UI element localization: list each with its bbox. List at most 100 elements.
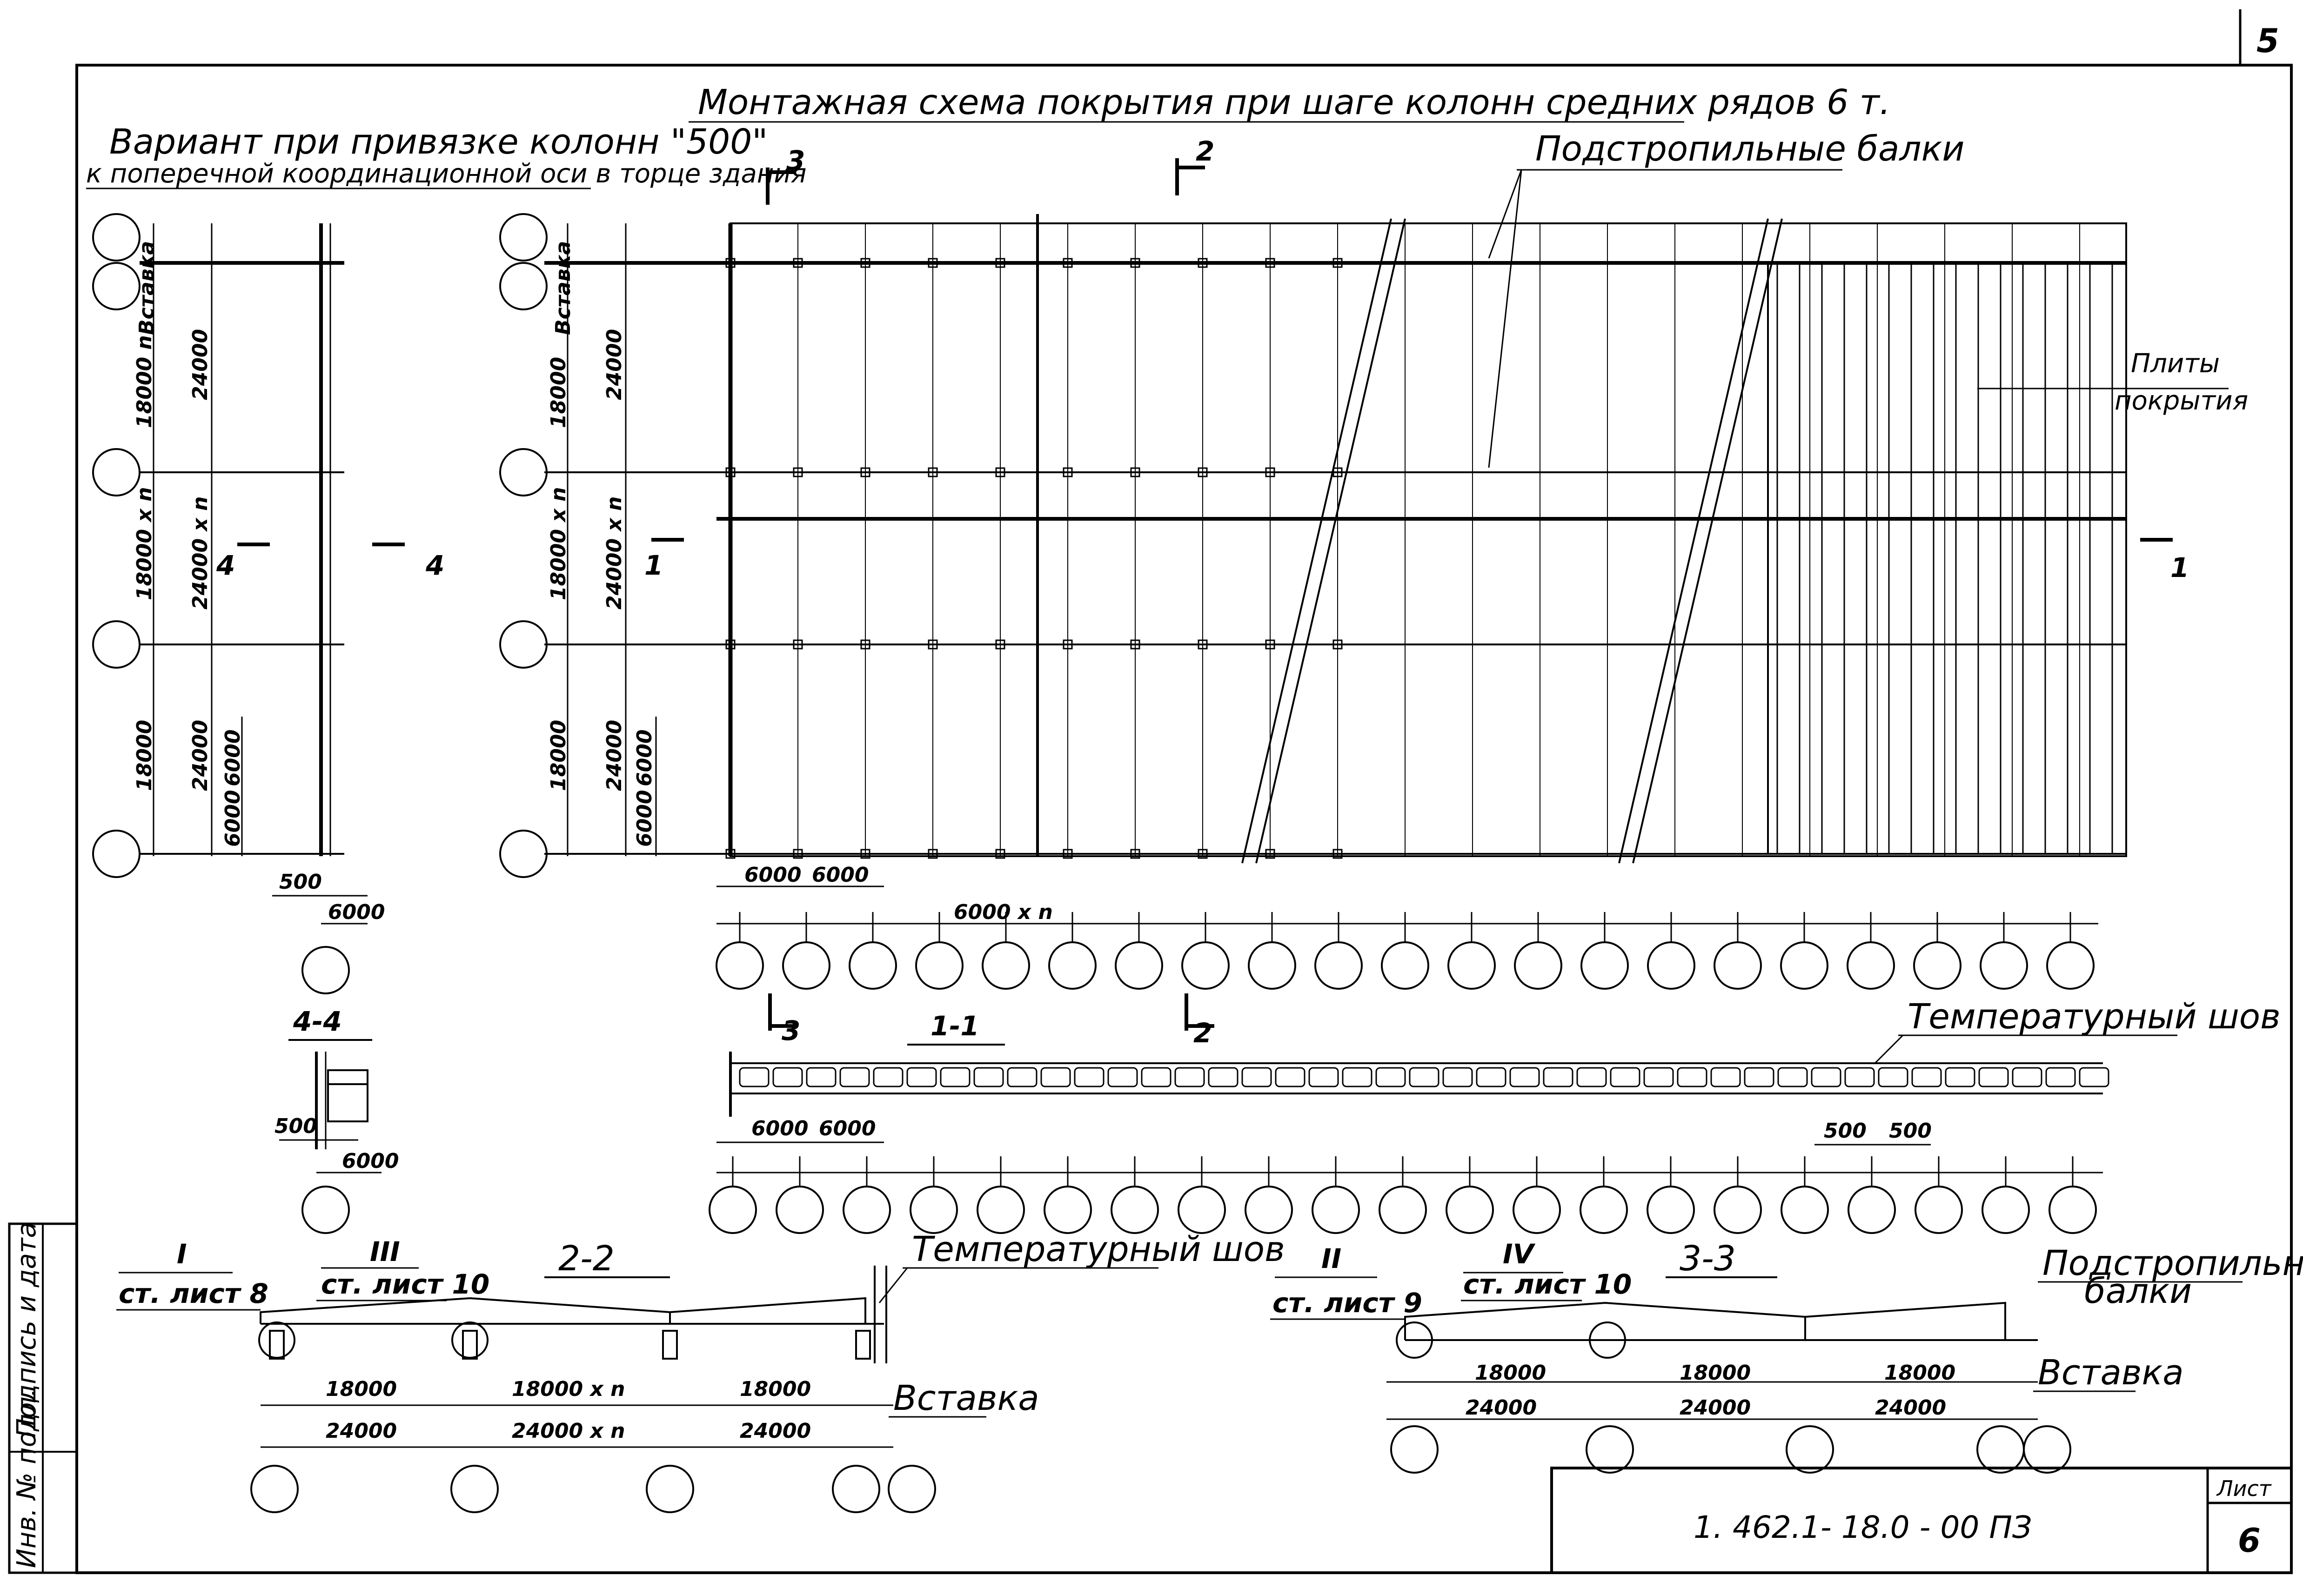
dim-24000-b: 24000 bbox=[188, 720, 212, 791]
joint-marker bbox=[725, 258, 736, 268]
section-mark-1-left: 1 bbox=[644, 550, 663, 581]
axis-bubble bbox=[1447, 941, 1496, 990]
axis-bubble bbox=[1115, 941, 1163, 990]
variant-note-2: к поперечной координационной оси в торце… bbox=[86, 159, 806, 189]
label-temp-shov-11: Температурный шов bbox=[1908, 997, 2281, 1037]
axis-bubble bbox=[888, 1465, 936, 1513]
axis-bubble bbox=[1446, 1186, 1494, 1234]
joint-marker bbox=[1198, 258, 1208, 268]
axis-bubble bbox=[92, 620, 141, 669]
dim-24000xn-b: 24000 x n bbox=[603, 496, 626, 610]
axis-bubble bbox=[1312, 1186, 1360, 1234]
axis-bubble bbox=[1178, 1186, 1226, 1234]
break-line bbox=[1241, 218, 1392, 864]
dim-24000-d: 24000 bbox=[603, 720, 626, 791]
axis-bubble bbox=[301, 946, 350, 994]
joint-marker bbox=[725, 467, 736, 477]
dim-6000-g: 6000 bbox=[812, 863, 869, 887]
axis-bubble bbox=[1848, 1186, 1896, 1234]
dim-6000-h: 6000 bbox=[342, 1149, 399, 1173]
section-4-4-title: 4-4 bbox=[293, 1006, 342, 1037]
dim-18000n: 18000 n bbox=[133, 335, 156, 428]
section-1-1-slabs bbox=[739, 1067, 2109, 1087]
axis-bubble bbox=[2046, 941, 2095, 990]
dim-18000xn-a: 18000 x n bbox=[133, 487, 156, 600]
plan-grid bbox=[725, 223, 2080, 859]
joint-marker bbox=[928, 639, 938, 650]
dim-24000-i: 24000 bbox=[1875, 1396, 1946, 1420]
dim-18000-e: 18000 bbox=[740, 1377, 811, 1401]
axis-bubble bbox=[499, 213, 548, 262]
axis-bubble bbox=[92, 830, 141, 878]
dim-24000xn-a: 24000 x n bbox=[188, 496, 212, 610]
column-axis-row bbox=[709, 1156, 2097, 1234]
axis-bubble bbox=[1580, 941, 1629, 990]
list-label: Лист bbox=[2216, 1476, 2272, 1501]
axis-bubble bbox=[1381, 941, 1429, 990]
axis-bubble bbox=[1980, 941, 2028, 990]
axis-bubble bbox=[1781, 1186, 1829, 1234]
section-2-2-title: 2-2 bbox=[558, 1239, 615, 1279]
dim-18000-b: 18000 bbox=[547, 357, 570, 428]
dim-vstavka: Вставка bbox=[135, 241, 159, 335]
axis-bubble bbox=[1913, 941, 1962, 990]
ref-1-num: I bbox=[177, 1238, 187, 1270]
section-1-1-title: 1-1 bbox=[931, 1010, 979, 1042]
joint-marker bbox=[1063, 849, 1073, 859]
axis-bubble bbox=[499, 620, 548, 669]
axis-bubble bbox=[776, 1186, 824, 1234]
axis-bubble bbox=[915, 941, 964, 990]
label-podstrop-33-2: балки bbox=[2084, 1271, 2192, 1311]
axis-bubble bbox=[1714, 941, 1762, 990]
dim-24000-e: 24000 bbox=[326, 1419, 397, 1443]
dim-18000-a: 18000 bbox=[133, 720, 156, 791]
dim-18000-h: 18000 bbox=[1884, 1361, 1955, 1385]
axis-bubble bbox=[2049, 1186, 2097, 1234]
dim-18000-g: 18000 bbox=[1680, 1361, 1751, 1385]
axis-bubble bbox=[1248, 941, 1296, 990]
joint-marker bbox=[860, 467, 870, 477]
break-line bbox=[1618, 218, 1769, 864]
ref-1-text: ст. лист 8 bbox=[119, 1278, 268, 1309]
joint-marker bbox=[1198, 639, 1208, 650]
outer-frame bbox=[75, 64, 2293, 1574]
dim-500-d: 500 bbox=[1889, 1119, 1932, 1143]
joint-marker bbox=[1332, 258, 1343, 268]
joint-marker bbox=[860, 258, 870, 268]
vstavka-33: Вставка bbox=[2038, 1353, 2184, 1393]
ref-3-num: III bbox=[370, 1236, 400, 1267]
variant-note-1: Вариант при привязке колонн "500" bbox=[109, 122, 768, 162]
joint-marker bbox=[995, 258, 1005, 268]
axis-bubble bbox=[716, 941, 764, 990]
joint-marker bbox=[1130, 849, 1140, 859]
axis-bubble bbox=[1976, 1425, 2025, 1474]
joint-marker bbox=[1063, 258, 1073, 268]
axis-bubble bbox=[1513, 1186, 1561, 1234]
section-3-3-title: 3-3 bbox=[1680, 1239, 1736, 1279]
dim-24000-c: 24000 bbox=[603, 329, 626, 400]
label-podstropilnye: Подстропильные балки bbox=[1535, 129, 1964, 169]
axis-bubble bbox=[1647, 1186, 1695, 1234]
axis-bubble bbox=[499, 830, 548, 878]
dim-18000-d: 18000 bbox=[326, 1377, 397, 1401]
roof-slabs-area bbox=[1767, 262, 2127, 855]
variant-plan: Вставка 18000 n 24000 18000 x n 24000 x … bbox=[92, 213, 444, 994]
section-mark-2-mid: 2 bbox=[1193, 1017, 1212, 1049]
joint-marker bbox=[995, 849, 1005, 859]
axis-bubble bbox=[782, 941, 830, 990]
joint-marker bbox=[1332, 639, 1343, 650]
label-plity-1: Плиты bbox=[2131, 349, 2220, 379]
section-mark-2-top: 2 bbox=[1196, 135, 1214, 167]
dim-6000-f: 6000 bbox=[744, 863, 801, 887]
axis-bubble bbox=[450, 1465, 499, 1513]
axis-bubble bbox=[1044, 1186, 1092, 1234]
section-mark-3-mid: 3 bbox=[782, 1015, 800, 1046]
axis-bubble bbox=[1514, 941, 1562, 990]
joint-marker bbox=[725, 639, 736, 650]
axis-bubble bbox=[1586, 1425, 1634, 1474]
axis-bubble bbox=[1379, 1186, 1427, 1234]
joint-marker bbox=[1265, 639, 1275, 650]
axis-bubble bbox=[250, 1465, 299, 1513]
joint-marker bbox=[1265, 258, 1275, 268]
label-podstrop-33-1: Подстропильные bbox=[2042, 1243, 2303, 1283]
